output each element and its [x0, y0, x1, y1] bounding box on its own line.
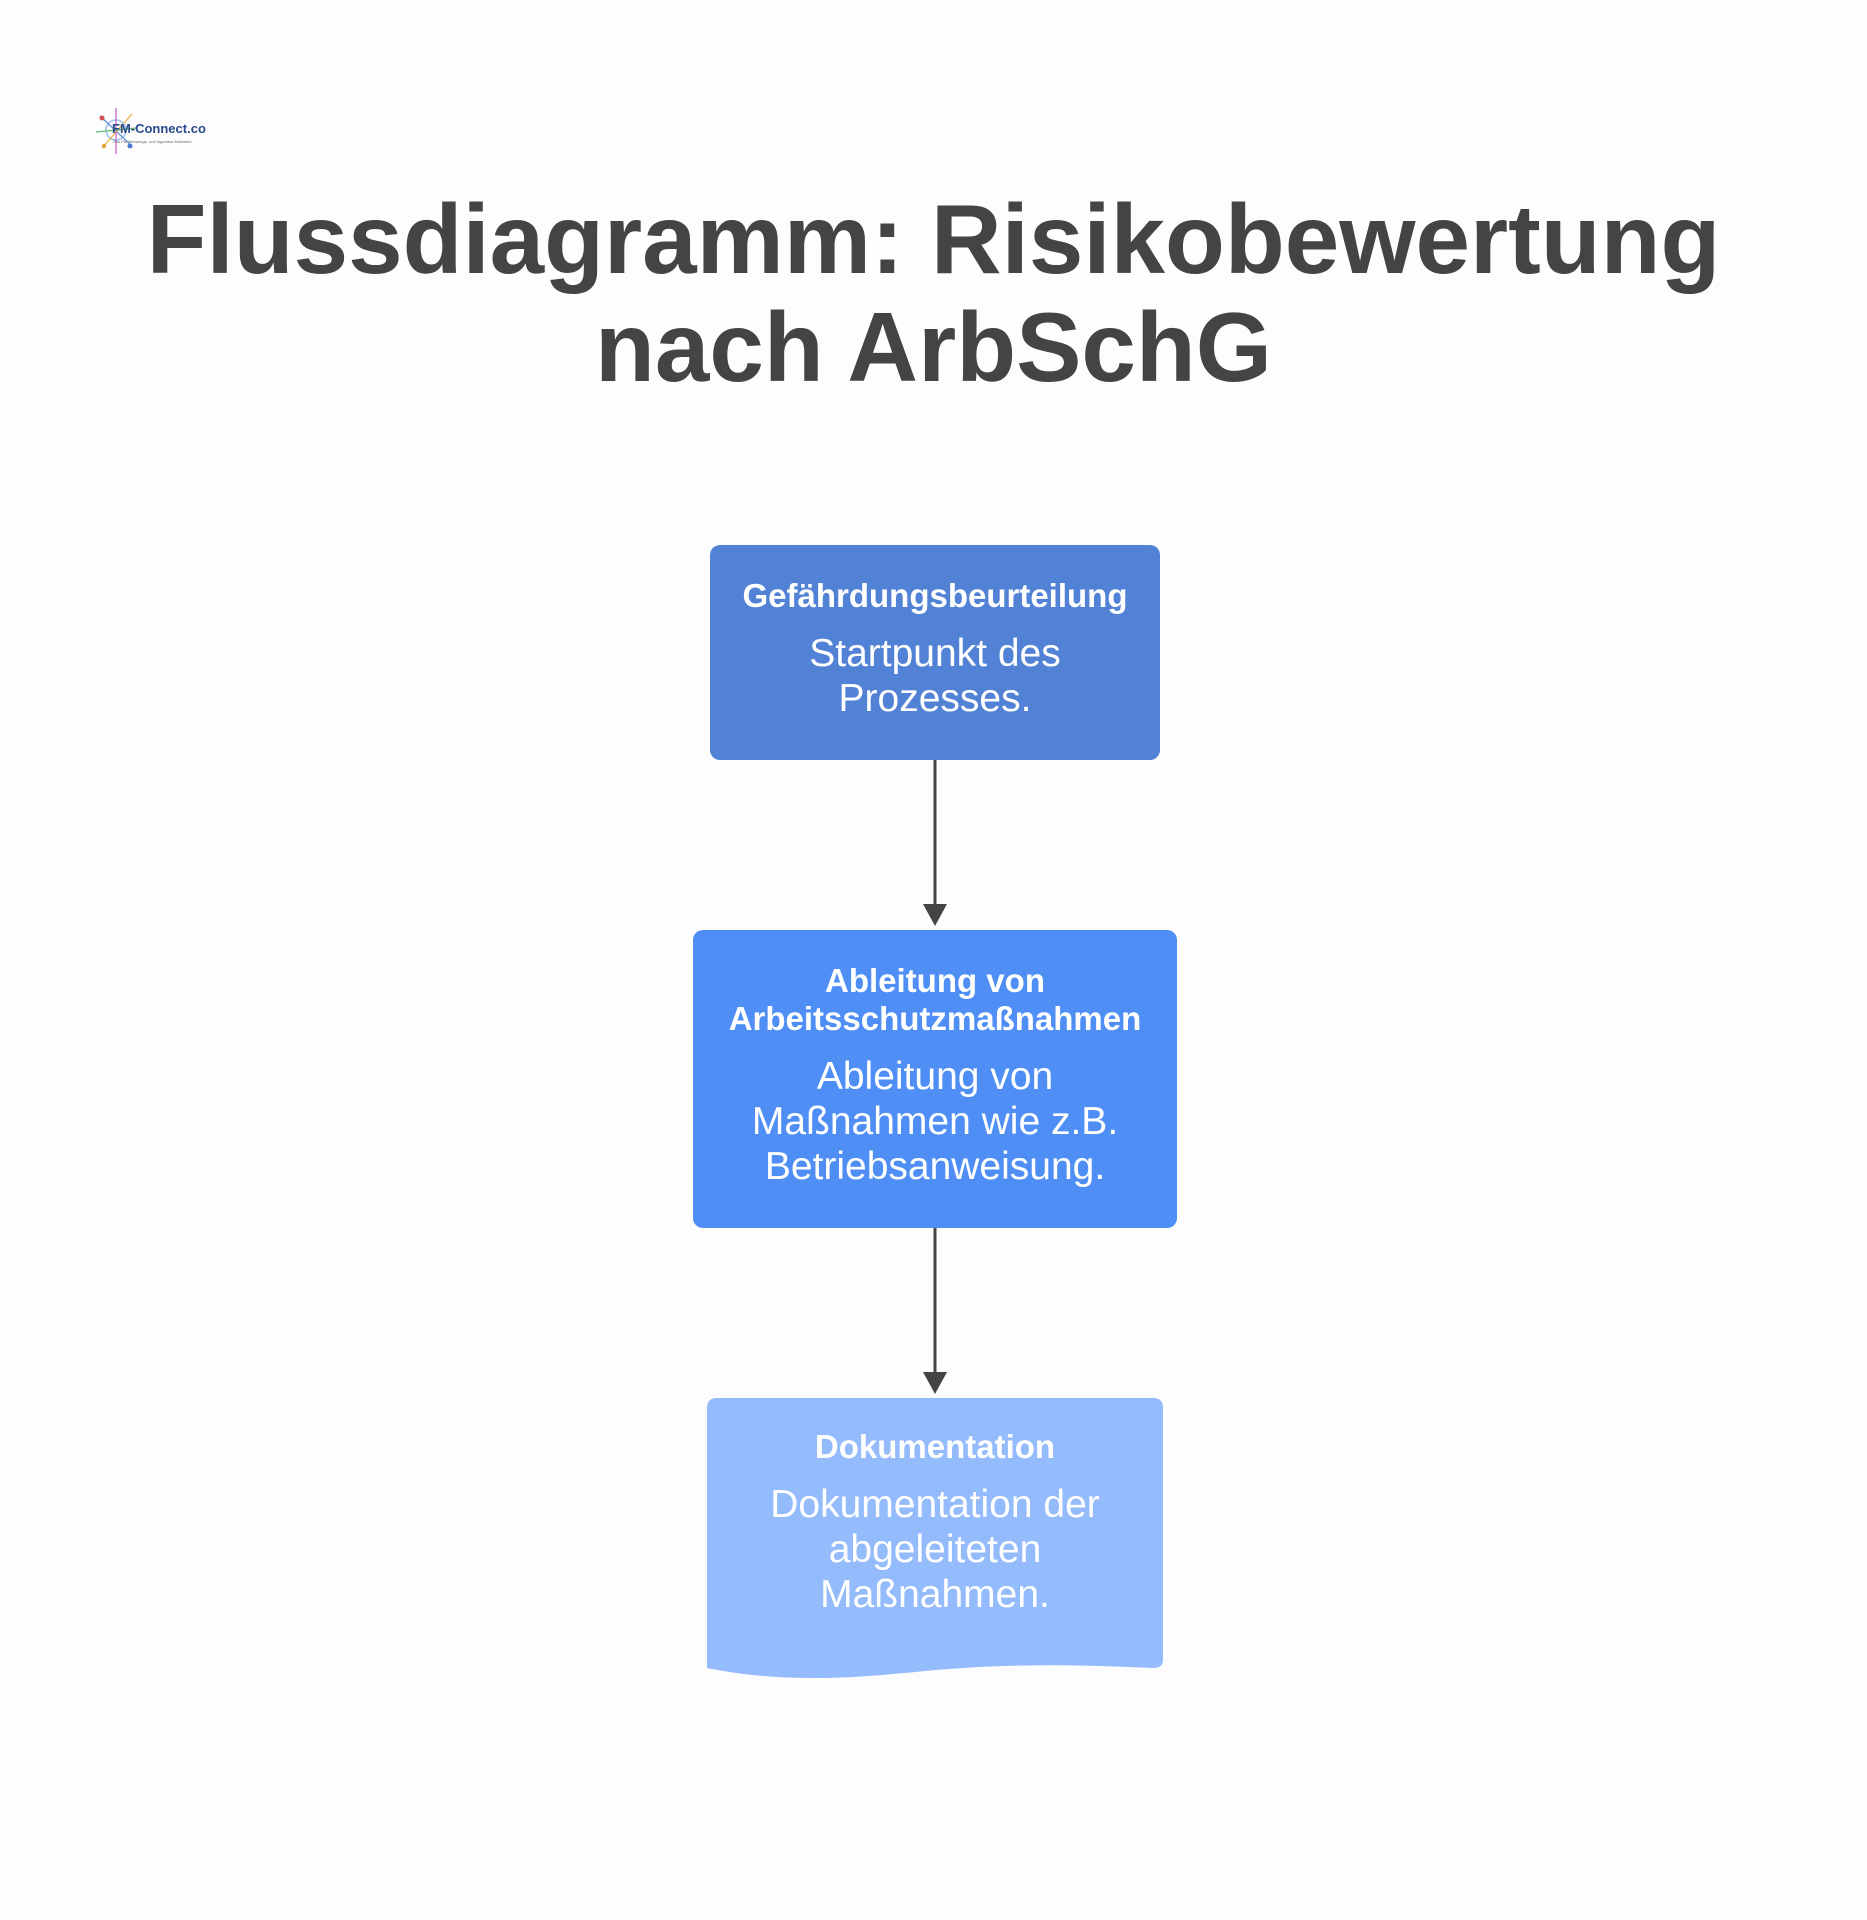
step-description: Dokumentation der abgeleiteten Maßnahmen…: [770, 1483, 1100, 1616]
step-title: Gefährdungsbeurteilung: [742, 577, 1128, 614]
arrowhead-icon: [923, 1372, 947, 1394]
document-shape: [707, 1398, 1163, 1679]
flow-arrow-2: [923, 1228, 947, 1394]
step-title: Dokumentation: [814, 1428, 1056, 1465]
step-title: Ableitung von Arbeitsschutzmaßnahmen: [728, 962, 1142, 1037]
logo-wordmark: FM-Connect.com: [112, 121, 206, 136]
process-step-risk-assessment: Gefährdungsbeurteilung Startpunkt des Pr…: [710, 545, 1160, 760]
logo-tagline: Das FM-Beratungs- und Ingenieur-Netzwerk: [113, 139, 191, 144]
fm-connect-logo: FM-Connect.com Das FM-Beratungs- und Ing…: [96, 106, 206, 158]
arrowhead-icon: [923, 904, 947, 926]
flow-arrow-1: [923, 760, 947, 926]
step-description: Startpunkt des Prozesses.: [809, 632, 1061, 720]
step-description: Ableitung von Maßnahmen wie z.B. Betrieb…: [751, 1055, 1119, 1188]
process-step-documentation: Dokumentation Dokumentation der abgeleit…: [707, 1398, 1163, 1680]
page-title: Flussdiagramm: Risikobewertung nach ArbS…: [146, 184, 1721, 402]
process-step-derive-measures: Ableitung von Arbeitsschutzmaßnahmen Abl…: [693, 930, 1177, 1228]
logo-star-icon: [96, 108, 137, 154]
